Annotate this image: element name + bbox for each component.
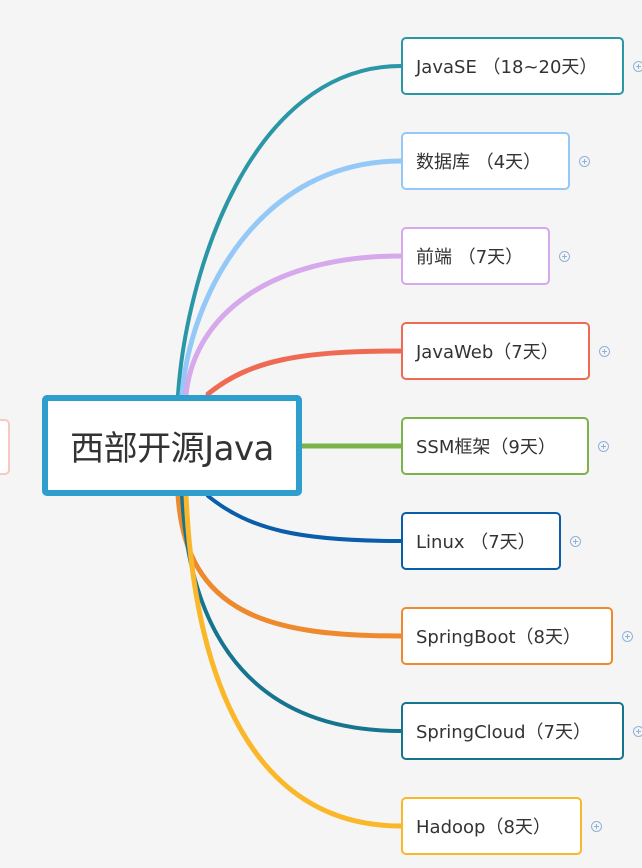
branch-connector — [176, 64, 403, 397]
branch-topic-label: JavaWeb（7天） — [416, 342, 559, 363]
expand-plus-icon[interactable] — [599, 346, 610, 357]
branch-topic-label: SpringCloud（7天） — [416, 722, 591, 743]
branch-connector — [205, 348, 404, 397]
branch-topic-label: 前端 （7天） — [416, 247, 524, 268]
expand-plus-icon[interactable] — [591, 821, 602, 832]
branch-connector — [179, 158, 404, 398]
branch-topic[interactable]: Linux （7天） — [401, 512, 561, 570]
expand-plus-icon[interactable] — [579, 156, 590, 167]
branch-topic-label: SSM框架（9天） — [416, 437, 556, 458]
branch-topic[interactable]: JavaSE （18~20天） — [401, 37, 624, 95]
branch-connector — [206, 494, 403, 543]
branch-connector — [183, 492, 404, 829]
branch-topic[interactable]: 数据库 （4天） — [401, 132, 570, 190]
branch-connector — [180, 493, 403, 733]
expand-plus-icon[interactable] — [570, 536, 581, 547]
branch-topic[interactable]: 前端 （7天） — [401, 227, 550, 285]
expand-plus-icon[interactable] — [598, 441, 609, 452]
expand-plus-icon[interactable] — [633, 726, 642, 737]
branch-connector — [175, 492, 404, 639]
branch-topic[interactable]: SSM框架（9天） — [401, 417, 589, 475]
branch-topic-label: 数据库 （4天） — [416, 152, 542, 173]
expand-plus-icon[interactable] — [633, 61, 642, 72]
branch-topic[interactable]: SpringCloud（7天） — [401, 702, 624, 760]
expand-plus-icon[interactable] — [559, 251, 570, 262]
branch-topic[interactable]: JavaWeb（7天） — [401, 322, 590, 380]
branch-topic-label: JavaSE （18~20天） — [416, 57, 598, 78]
expand-plus-icon[interactable] — [622, 631, 633, 642]
branch-topic[interactable]: Hadoop（8天） — [401, 797, 582, 855]
offscreen-left-node[interactable] — [0, 419, 10, 475]
branch-topic-label: Hadoop（8天） — [416, 817, 551, 838]
branch-topic-label: SpringBoot（8天） — [416, 627, 581, 648]
branch-topic-label: Linux （7天） — [416, 532, 536, 553]
branch-connector — [183, 253, 404, 398]
branch-topic[interactable]: SpringBoot（8天） — [401, 607, 613, 665]
root-topic-label: 西部开源Java — [70, 429, 274, 469]
root-topic[interactable]: 西部开源Java — [42, 395, 302, 496]
